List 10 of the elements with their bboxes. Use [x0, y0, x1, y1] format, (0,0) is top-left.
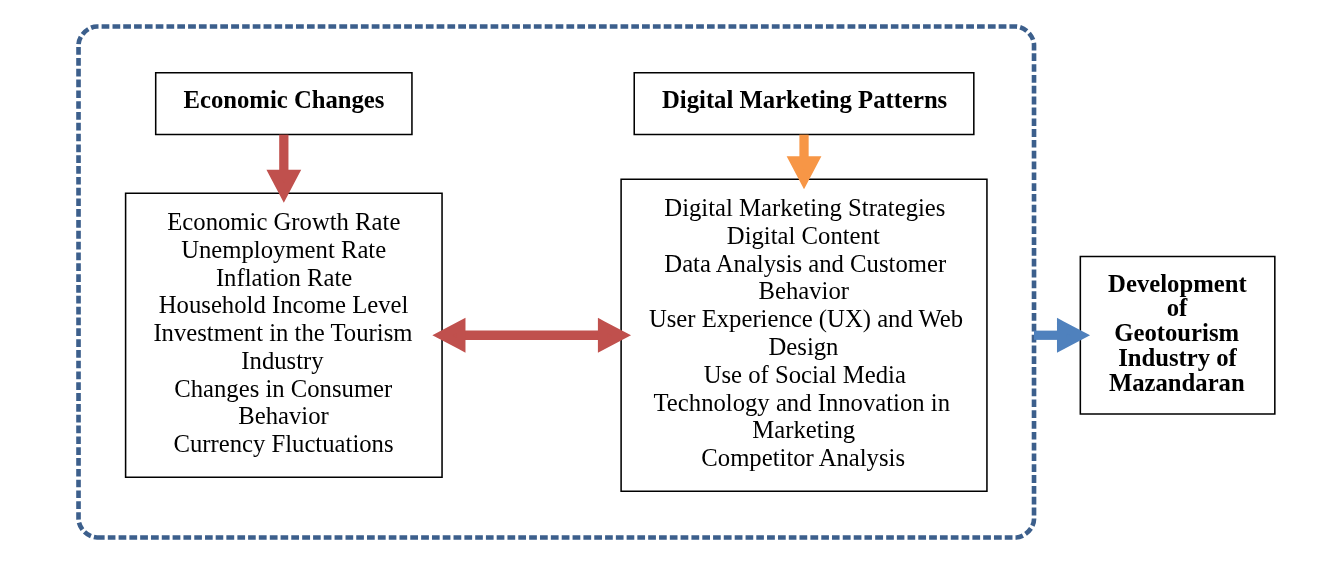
node-box: Development of Geotourism Industry of Mazandaran [1079, 255, 1276, 415]
arrow [266, 134, 302, 203]
node-box: Digital Marketing Patterns [633, 72, 975, 136]
node-box: Economic Changes [154, 72, 413, 136]
node-box: Digital Marketing Strategies Digital Content Data Analysis and Customer Behavior User Experience (UX) and Web Design Use of Social Media Technology and Innovation in Marketing Competitor Analysis [620, 178, 988, 492]
arrow [1034, 317, 1091, 353]
arrow [786, 134, 822, 190]
node-box: Economic Growth Rate Unemployment Rate Inflation Rate Household Income Level Investment in the Tourism Industry Changes in Consumer Behavior Currency Fluctuations [124, 192, 443, 479]
cluster [76, 24, 1037, 540]
arrow [432, 317, 632, 353]
